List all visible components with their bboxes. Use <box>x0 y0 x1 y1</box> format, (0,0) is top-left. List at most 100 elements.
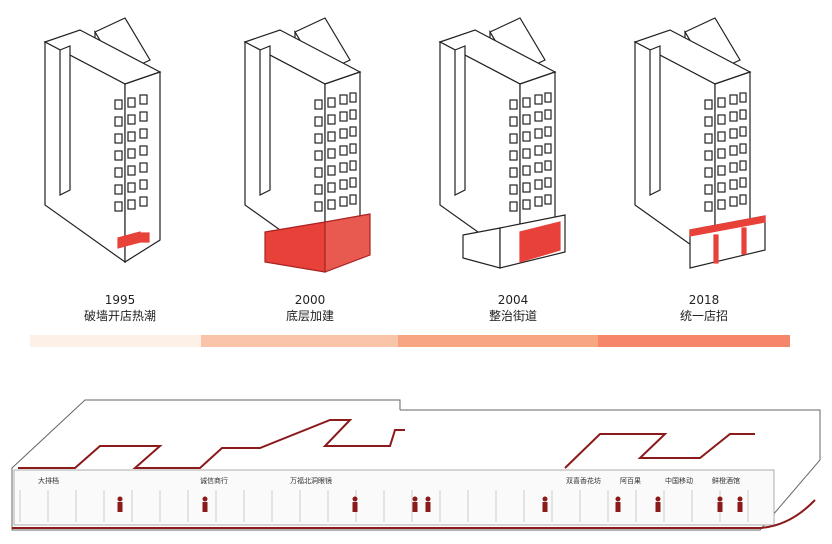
stair-core <box>454 45 466 196</box>
window <box>114 116 123 127</box>
window <box>522 131 531 142</box>
window <box>729 162 738 173</box>
balcony <box>544 194 552 205</box>
pedestrian <box>655 502 661 512</box>
window <box>509 150 518 161</box>
window <box>704 133 713 144</box>
window <box>522 97 531 108</box>
window <box>339 179 348 190</box>
window <box>534 111 543 122</box>
pedestrian <box>425 502 431 512</box>
stage-year: 2000 <box>294 293 326 307</box>
stage-year: 2004 <box>497 293 529 307</box>
window <box>314 184 323 195</box>
balcony <box>544 177 552 188</box>
balcony <box>739 194 747 205</box>
window <box>314 167 323 178</box>
roofline-outline <box>18 419 405 469</box>
balcony <box>349 109 357 120</box>
window <box>729 128 738 139</box>
timeline-segment-2000 <box>201 335 398 347</box>
stage-title: 整治街道 <box>488 309 537 323</box>
shop-sign: 双喜香花坊 <box>566 476 601 485</box>
building-2004 <box>438 17 566 269</box>
balcony <box>739 126 747 137</box>
balcony <box>544 126 552 137</box>
window <box>114 99 123 110</box>
shop-opening <box>139 232 150 243</box>
pedestrian <box>542 502 548 512</box>
balcony <box>544 92 552 103</box>
window <box>534 128 543 139</box>
window <box>509 184 518 195</box>
balcony <box>739 109 747 120</box>
window <box>327 114 336 125</box>
window <box>139 128 148 139</box>
building-2000 <box>243 17 371 273</box>
window <box>534 196 543 207</box>
window <box>729 111 738 122</box>
pedestrian <box>202 502 208 512</box>
red-column <box>713 234 719 264</box>
window <box>339 162 348 173</box>
pedestrian <box>737 502 743 512</box>
window <box>127 199 136 210</box>
window <box>522 165 531 176</box>
window <box>139 196 148 207</box>
window <box>127 114 136 125</box>
shop-sign: 中国移动 <box>665 476 693 485</box>
pedestrian <box>615 496 621 502</box>
balcony <box>349 126 357 137</box>
ground-floor-extension <box>324 213 371 273</box>
pedestrian <box>202 496 208 502</box>
window <box>534 179 543 190</box>
window <box>522 114 531 125</box>
building-1995 <box>43 17 162 264</box>
street-outline <box>11 399 401 520</box>
balcony <box>544 109 552 120</box>
stage-2018: 2018 统一店招 <box>624 292 784 324</box>
pedestrian <box>737 496 743 502</box>
balcony <box>349 177 357 188</box>
window <box>717 97 726 108</box>
stage-2000: 2000 底层加建 <box>230 292 390 324</box>
window <box>717 182 726 193</box>
window <box>522 148 531 159</box>
pedestrian <box>425 496 431 502</box>
balcony <box>739 92 747 103</box>
window <box>114 133 123 144</box>
window <box>717 165 726 176</box>
renovated-facade <box>519 221 561 263</box>
pedestrian <box>717 502 723 512</box>
window <box>509 116 518 127</box>
balcony <box>544 143 552 154</box>
pedestrian <box>412 502 418 512</box>
window <box>729 145 738 156</box>
window <box>327 131 336 142</box>
window <box>717 114 726 125</box>
window <box>534 145 543 156</box>
window <box>127 182 136 193</box>
window <box>509 99 518 110</box>
window <box>314 133 323 144</box>
stage-title: 统一店招 <box>679 309 728 323</box>
pedestrian <box>352 502 358 512</box>
window <box>704 99 713 110</box>
stage-title: 破墙开店热潮 <box>83 309 156 323</box>
window <box>327 199 336 210</box>
balcony <box>349 92 357 103</box>
stage-2004: 2004 整治街道 <box>433 292 593 324</box>
red-column <box>741 227 747 255</box>
window <box>522 182 531 193</box>
window <box>729 196 738 207</box>
window <box>717 148 726 159</box>
window <box>339 145 348 156</box>
building-2018 <box>633 17 766 269</box>
window <box>704 116 713 127</box>
window <box>127 165 136 176</box>
window <box>114 167 123 178</box>
pedestrian <box>412 496 418 502</box>
window <box>509 167 518 178</box>
window <box>717 199 726 210</box>
